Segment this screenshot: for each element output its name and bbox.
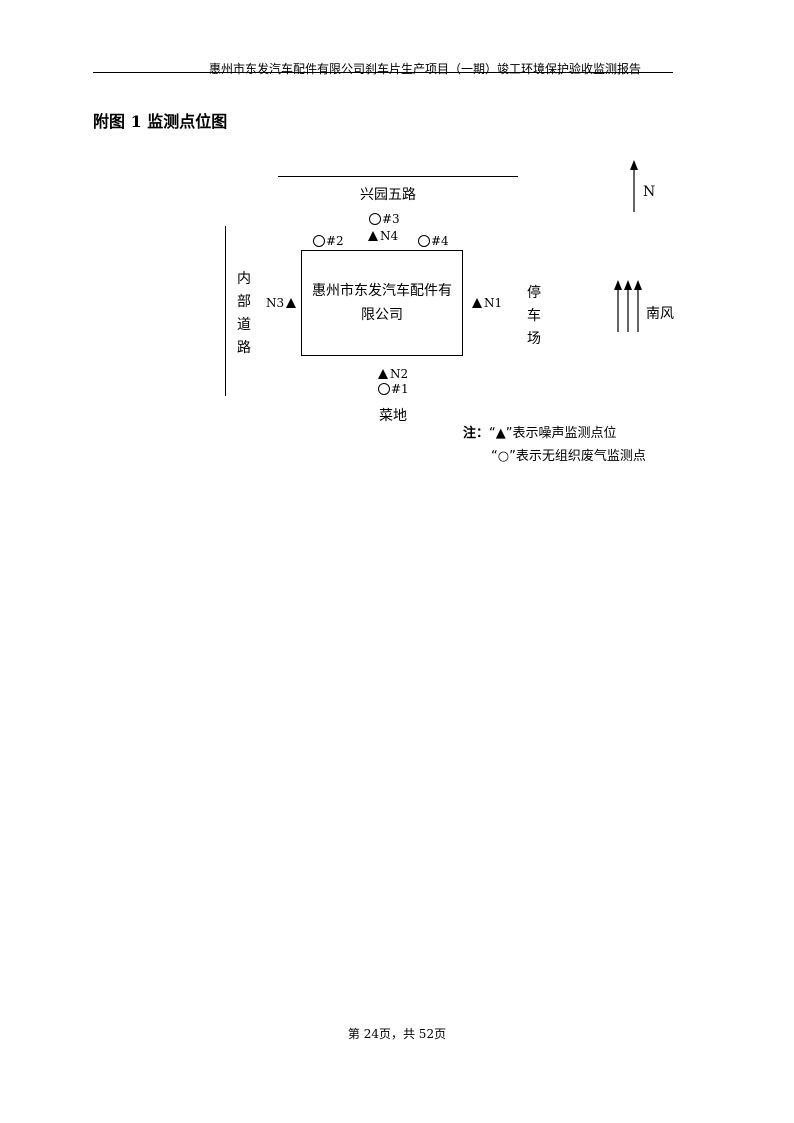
factory-box: 惠州市东发汽车配件有限公司 (301, 250, 463, 356)
parking-char: 车 (527, 308, 541, 324)
noise-point-4-label: N4 (380, 229, 399, 243)
gas-point-1: #1 (378, 382, 409, 396)
north-road-label: 兴园五路 (360, 187, 416, 203)
gas-point-1-label: #1 (391, 382, 409, 396)
gas-point-4: #4 (418, 234, 449, 248)
page-number: 第 24页，共 52页 (347, 1027, 447, 1041)
noise-point-2: N2 (378, 367, 408, 381)
west-road-char: 部 (237, 294, 251, 310)
factory-name: 惠州市东发汽车配件有限公司 (312, 283, 452, 323)
report-header: 惠州市东发汽车配件有限公司刹车片生产项目（一期）竣工环境保护验收监测报告 (208, 62, 641, 76)
south-label: 菜地 (379, 408, 407, 424)
west-road-line (225, 226, 226, 396)
gas-point-2-label: #2 (326, 234, 344, 248)
north-arrow-icon (630, 160, 638, 212)
triangle-icon (378, 369, 388, 379)
triangle-icon (368, 231, 378, 241)
north-road-line (278, 176, 518, 177)
parking-char: 场 (527, 331, 541, 347)
north-label: N (643, 184, 656, 200)
parking-lot-label: 停 车 场 (527, 282, 541, 351)
figure-title: 附图 1 监测点位图 (93, 112, 228, 131)
gas-point-4-label: #4 (431, 234, 449, 248)
west-road-char: 路 (237, 340, 251, 356)
noise-point-1-label: N1 (484, 296, 503, 310)
noise-point-3: N3 (266, 296, 297, 310)
noise-point-4: N4 (368, 229, 398, 243)
triangle-icon (286, 298, 297, 308)
triangle-icon (472, 298, 482, 308)
noise-point-2-label: N2 (390, 367, 409, 381)
legend-prefix: 注： (463, 426, 490, 441)
noise-point-3-label: N3 (266, 296, 285, 310)
legend: 注：“▲”表示噪声监测点位 (463, 422, 616, 441)
circle-icon (418, 235, 430, 247)
circle-icon (378, 383, 390, 395)
west-road-char: 道 (237, 317, 251, 333)
legend-gas: “○”表示无组织废气监测点 (491, 449, 646, 464)
wind-arrows-icon (614, 280, 642, 332)
circle-icon (313, 235, 325, 247)
noise-point-1: N1 (472, 296, 502, 310)
legend-noise: “▲”表示噪声监测点位 (489, 426, 617, 441)
wind-label: 南风 (646, 306, 674, 322)
parking-char: 停 (527, 285, 541, 301)
gas-point-2: #2 (313, 234, 344, 248)
header-divider (93, 72, 673, 73)
gas-point-3: #3 (369, 212, 400, 226)
circle-icon (369, 213, 381, 225)
west-road-label: 内 部 道 路 (237, 268, 251, 360)
gas-point-3-label: #3 (382, 212, 400, 226)
west-road-char: 内 (237, 271, 251, 287)
